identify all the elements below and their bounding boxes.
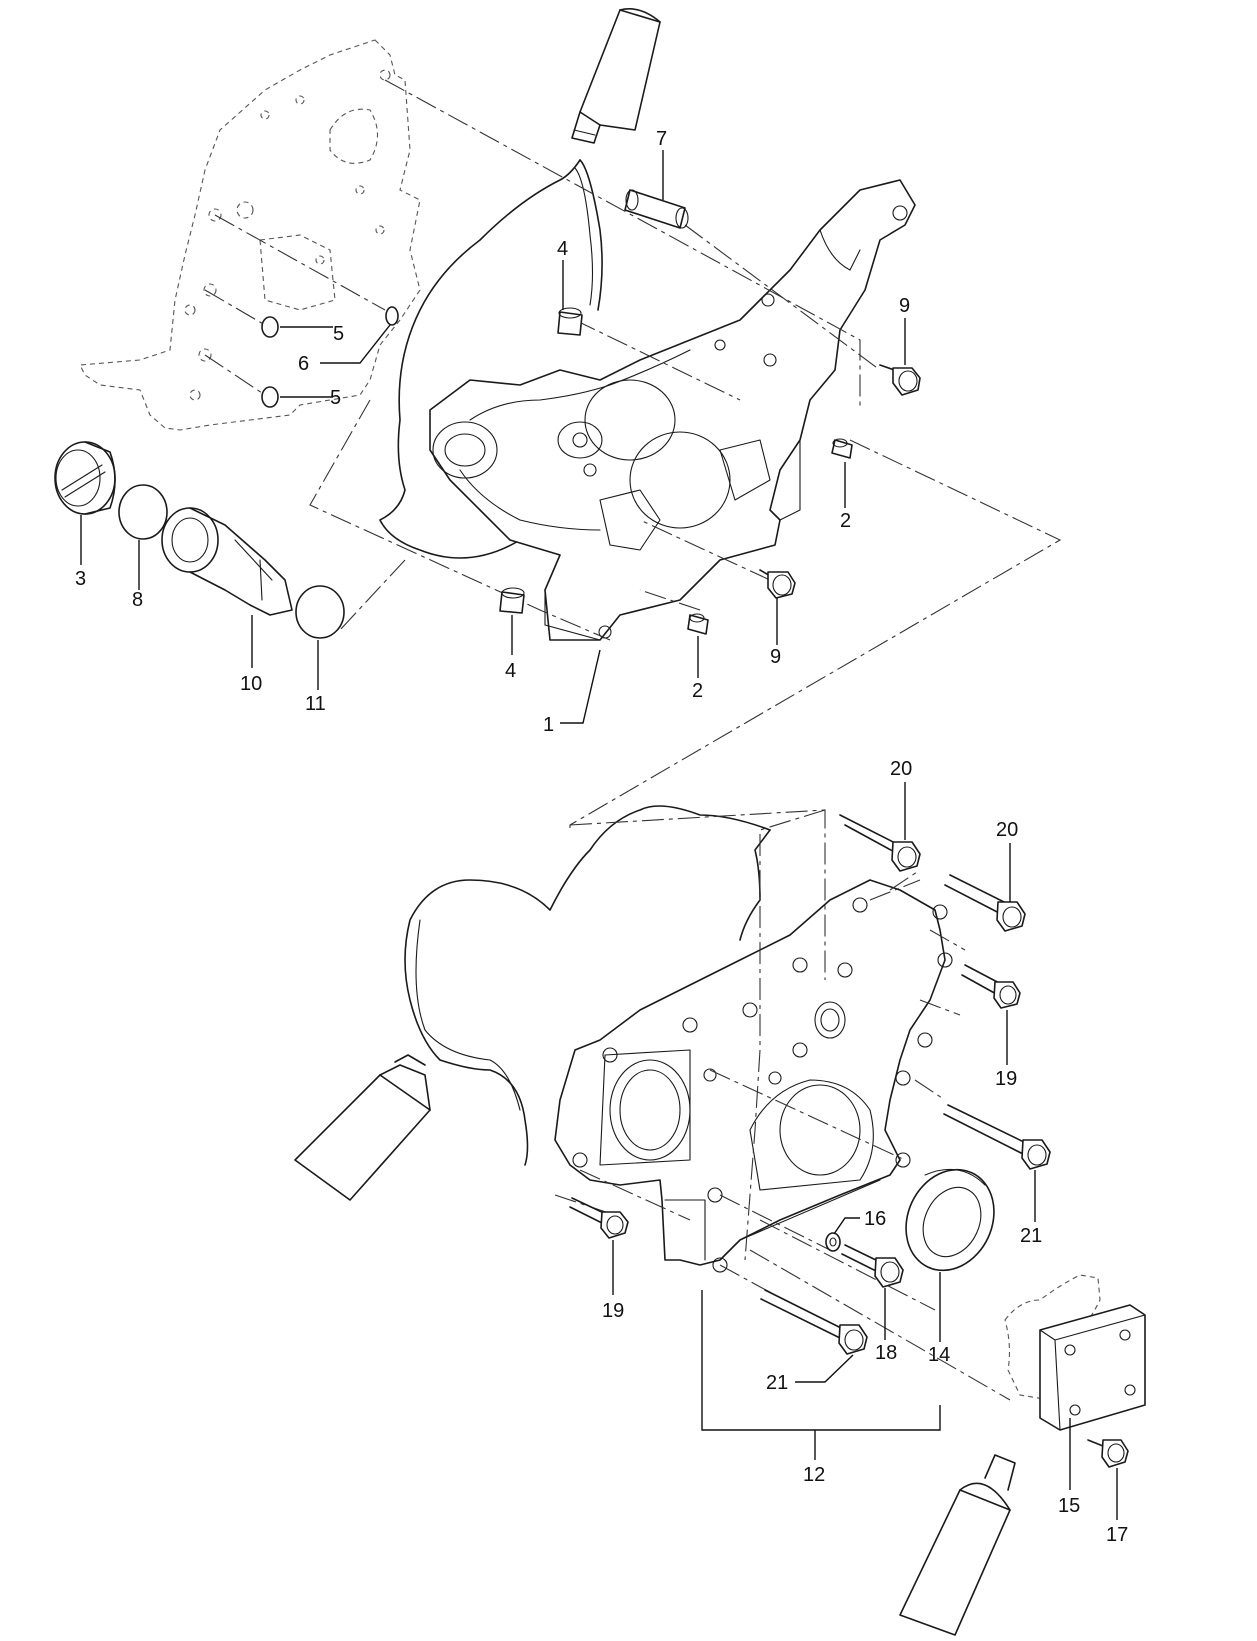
callout-8: 8 [132, 589, 143, 611]
o-rings-5-6 [261, 306, 399, 408]
callout-9-center: 9 [770, 646, 781, 668]
cover-plate-15 [1039, 1304, 1146, 1431]
callout-4-lower: 4 [505, 660, 516, 682]
gasket-plate-phantom [1004, 1274, 1101, 1401]
callout-11: 11 [305, 693, 326, 715]
callout-2-right: 2 [840, 510, 851, 532]
filler-cap [54, 441, 116, 515]
bolt-20-left [839, 814, 921, 872]
crank-seal-14 [905, 1168, 995, 1272]
callout-12: 12 [803, 1464, 825, 1486]
callout-4-upper: 4 [557, 238, 568, 260]
callout-labels: 7 4 9 5 6 5 2 3 8 9 4 10 2 11 1 20 20 19… [75, 128, 1128, 1546]
dowel-2-bottom [687, 613, 709, 635]
callout-14: 14 [928, 1344, 950, 1366]
callout-5-upper: 5 [333, 323, 344, 345]
callout-21-right: 21 [1020, 1225, 1042, 1247]
callout-19-left: 19 [602, 1300, 624, 1322]
bolt-20-right [944, 874, 1026, 932]
engine-block-phantom [79, 39, 421, 431]
bolt-18 [841, 1244, 904, 1288]
callout-20-right: 20 [996, 819, 1018, 841]
timing-housing [429, 179, 916, 641]
filler-tube [161, 507, 293, 616]
callout-5-lower: 5 [330, 387, 341, 409]
sealant-tube-bottom [899, 1454, 1016, 1636]
dowel-4-upper [557, 307, 583, 336]
o-ring-11 [295, 585, 345, 639]
dowel-4-lower [499, 587, 525, 614]
bolt-21-bottom [760, 1289, 868, 1355]
bolt-19-left [569, 1197, 629, 1239]
callout-7: 7 [656, 128, 667, 150]
bolt-19-right [961, 964, 1021, 1009]
bolt-9-center [759, 569, 796, 599]
callout-21-bottom: 21 [766, 1372, 788, 1394]
callout-6: 6 [298, 353, 309, 375]
washer-16 [825, 1232, 841, 1252]
callout-15: 15 [1058, 1495, 1080, 1517]
front-cover [554, 879, 953, 1273]
dowel-7 [624, 189, 689, 229]
callout-9-right: 9 [899, 295, 910, 317]
bolt-17 [1087, 1439, 1129, 1468]
sealant-tube-top [571, 8, 661, 144]
leader-lines [80, 150, 1118, 1520]
callout-18: 18 [875, 1342, 897, 1364]
callout-3: 3 [75, 568, 86, 590]
callout-10: 10 [240, 673, 262, 695]
callout-17: 17 [1106, 1524, 1128, 1546]
callout-2-bottom: 2 [692, 680, 703, 702]
callout-19-right: 19 [995, 1068, 1017, 1090]
callout-1: 1 [543, 714, 554, 736]
sealant-tube-left [294, 1054, 431, 1201]
gasket-upper [379, 159, 603, 561]
callout-20-left: 20 [890, 758, 912, 780]
o-ring-8 [118, 484, 168, 540]
dowel-2-right [831, 438, 853, 459]
bolt-21-right [943, 1104, 1051, 1170]
bolt-9-right [879, 364, 921, 396]
assembly-centerlines-upper [204, 79, 1062, 828]
callout-16: 16 [864, 1208, 886, 1230]
